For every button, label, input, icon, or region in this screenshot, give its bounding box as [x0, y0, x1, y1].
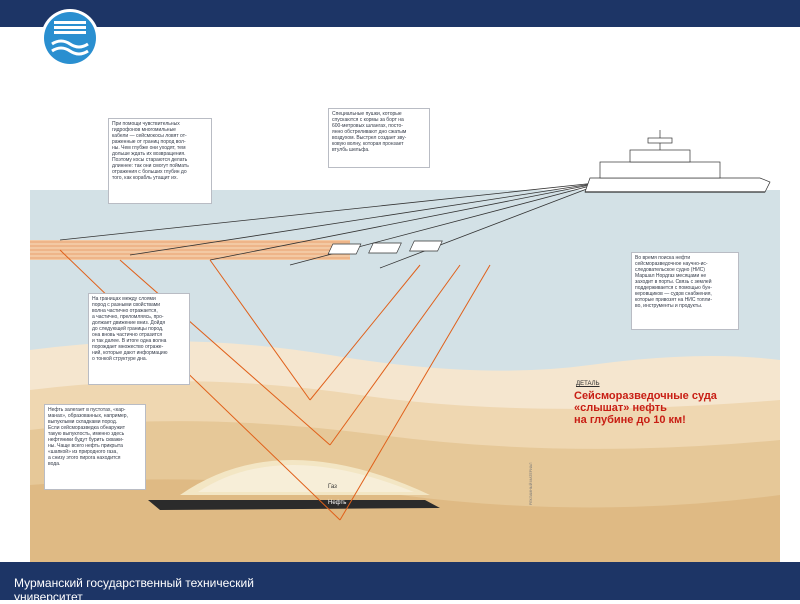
callout-reflection: На границах между слоями пород с разными…	[88, 293, 190, 385]
credit-text: РЕКЛАМНЫЙ МАТЕРИАЛ	[529, 463, 533, 505]
callout-air-guns: Специальные пушки, которые спускаются с …	[328, 108, 430, 168]
headline: Сейсморазведочные суда «слышат» нефть на…	[574, 390, 774, 426]
university-logo-icon	[40, 8, 100, 68]
oil-label: Нефть	[328, 500, 346, 506]
callout-vessel: Во время поиска нефти сейсморазведочное …	[631, 252, 739, 330]
header-bar	[0, 0, 800, 27]
gas-label: Газ	[328, 484, 337, 490]
callout-streamers: При помощи чувствительных гидрофонов мно…	[108, 118, 212, 204]
callout-oil-trap: Нефть залегает в пустотах, «кар- манах»,…	[44, 404, 146, 490]
research-vessel	[585, 130, 770, 192]
headline-label: ДЕТАЛЬ	[576, 381, 600, 387]
